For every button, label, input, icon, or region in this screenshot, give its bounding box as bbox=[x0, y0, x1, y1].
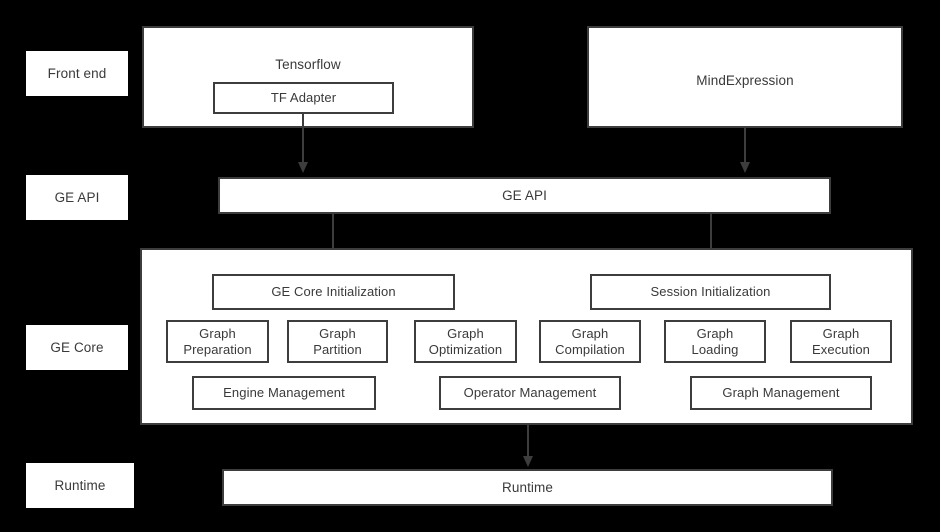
graph-compilation-label: Graph Compilation bbox=[555, 326, 625, 357]
graph-optimization-label: Graph Optimization bbox=[428, 326, 503, 357]
ge-api-bar-label: GE API bbox=[502, 187, 547, 203]
stage-label-runtime-text: Runtime bbox=[54, 477, 106, 493]
graph-management-label: Graph Management bbox=[722, 385, 840, 401]
connector-ge-api-to-ge-core-init-line bbox=[332, 214, 334, 262]
graph-partition-label: Graph Partition bbox=[313, 326, 362, 357]
stage-label-ge-api: GE API bbox=[26, 175, 128, 220]
graph-partition-box[interactable]: Graph Partition bbox=[287, 320, 388, 363]
stage-label-ge-core: GE Core bbox=[26, 325, 128, 370]
ge-api-bar[interactable]: GE API bbox=[218, 177, 831, 214]
runtime-bar-label: Runtime bbox=[502, 479, 553, 495]
session-initialization-box[interactable]: Session Initialization bbox=[590, 274, 831, 310]
graph-preparation-label: Graph Preparation bbox=[183, 326, 252, 357]
stage-label-front-end-text: Front end bbox=[47, 65, 107, 81]
stage-label-runtime: Runtime bbox=[26, 463, 134, 508]
graph-execution-label: Graph Execution bbox=[812, 326, 870, 357]
stage-label-front-end: Front end bbox=[26, 51, 128, 96]
tf-adapter-label: TF Adapter bbox=[270, 90, 337, 106]
mindexpression-title: MindExpression bbox=[696, 73, 794, 88]
tensorflow-title: Tensorflow bbox=[275, 57, 341, 72]
operator-management-label: Operator Management bbox=[463, 385, 597, 401]
operator-management-box[interactable]: Operator Management bbox=[439, 376, 621, 410]
graph-loading-box[interactable]: Graph Loading bbox=[664, 320, 766, 363]
ge-core-initialization-label: GE Core Initialization bbox=[271, 284, 396, 300]
graph-preparation-box[interactable]: Graph Preparation bbox=[166, 320, 269, 363]
connector-ge-core-to-runtime-arrowhead bbox=[522, 456, 533, 467]
connector-mindexpression-to-ge-api-line bbox=[744, 128, 746, 163]
mindexpression-container: MindExpression bbox=[587, 26, 903, 128]
runtime-bar[interactable]: Runtime bbox=[222, 469, 833, 506]
engine-management-label: Engine Management bbox=[223, 385, 345, 401]
connector-ge-core-to-runtime-line bbox=[527, 425, 529, 458]
engine-management-box[interactable]: Engine Management bbox=[192, 376, 376, 410]
graph-management-box[interactable]: Graph Management bbox=[690, 376, 872, 410]
session-initialization-label: Session Initialization bbox=[650, 284, 771, 300]
tf-adapter-box[interactable]: TF Adapter bbox=[213, 82, 394, 114]
graph-optimization-box[interactable]: Graph Optimization bbox=[414, 320, 517, 363]
stage-label-ge-core-text: GE Core bbox=[50, 339, 104, 355]
stage-label-ge-api-text: GE API bbox=[54, 189, 100, 205]
connector-tf-adapter-to-ge-api-line bbox=[302, 114, 304, 163]
connector-mindexpression-to-ge-api-arrowhead bbox=[739, 162, 750, 173]
connector-tf-adapter-to-ge-api-arrowhead bbox=[297, 162, 308, 173]
graph-execution-box[interactable]: Graph Execution bbox=[790, 320, 892, 363]
connector-ge-api-to-session-init-line bbox=[710, 214, 712, 262]
graph-compilation-box[interactable]: Graph Compilation bbox=[539, 320, 641, 363]
graph-loading-label: Graph Loading bbox=[691, 326, 739, 357]
ge-core-initialization-box[interactable]: GE Core Initialization bbox=[212, 274, 455, 310]
